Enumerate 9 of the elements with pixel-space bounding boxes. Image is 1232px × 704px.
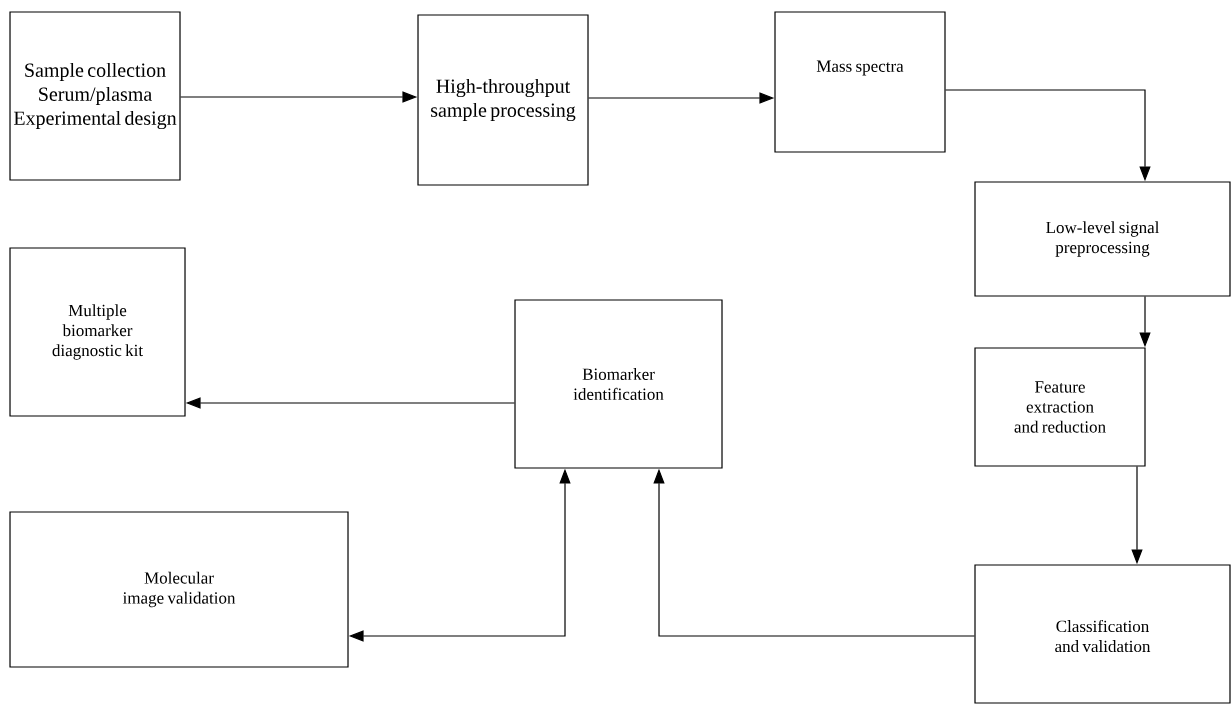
process-box: Low-level signal preprocessing [974,181,1231,297]
process-box: High-throughput sample processing [417,14,589,186]
process-box: Multiple biomarker diagnostic kit [9,247,186,417]
process-box: Biomarker identification [514,299,723,469]
process-box: Feature extraction and reduction [974,347,1146,467]
process-box: Molecular image validation [9,511,349,668]
process-box: Sample collection Serum/plasma Experimental design [9,11,181,181]
process-box: Mass spectra [774,11,946,153]
process-box: Classification and validation [974,564,1231,704]
